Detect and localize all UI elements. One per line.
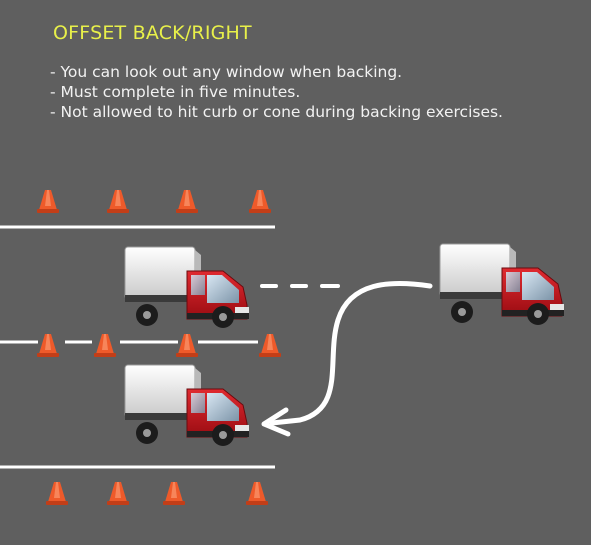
traffic-cone-icon bbox=[107, 190, 129, 213]
traffic-cone-icon bbox=[176, 334, 198, 357]
traffic-cone-icon bbox=[249, 190, 271, 213]
traffic-cone-icon bbox=[163, 482, 185, 505]
rule-item: - Not allowed to hit curb or cone during… bbox=[50, 103, 503, 121]
box-truck-icon bbox=[124, 246, 250, 329]
traffic-cone-icon bbox=[46, 482, 68, 505]
diagram-title: OFFSET BACK/RIGHT bbox=[53, 22, 252, 44]
curved-arrow-icon bbox=[269, 280, 433, 426]
traffic-cone-icon bbox=[176, 190, 198, 213]
traffic-cone-icon bbox=[37, 334, 59, 357]
rules-list: - You can look out any window when backi… bbox=[50, 62, 503, 122]
traffic-cone-icon bbox=[259, 334, 281, 357]
traffic-cone-icon bbox=[37, 190, 59, 213]
box-truck-icon bbox=[124, 364, 250, 447]
box-truck-icon bbox=[439, 243, 565, 326]
traffic-cone-icon bbox=[246, 482, 268, 505]
arrow-head-icon bbox=[261, 407, 291, 437]
traffic-cone-icon bbox=[94, 334, 116, 357]
rule-item: - Must complete in five minutes. bbox=[50, 83, 301, 101]
traffic-cone-icon bbox=[107, 482, 129, 505]
rule-item: - You can look out any window when backi… bbox=[50, 63, 403, 81]
